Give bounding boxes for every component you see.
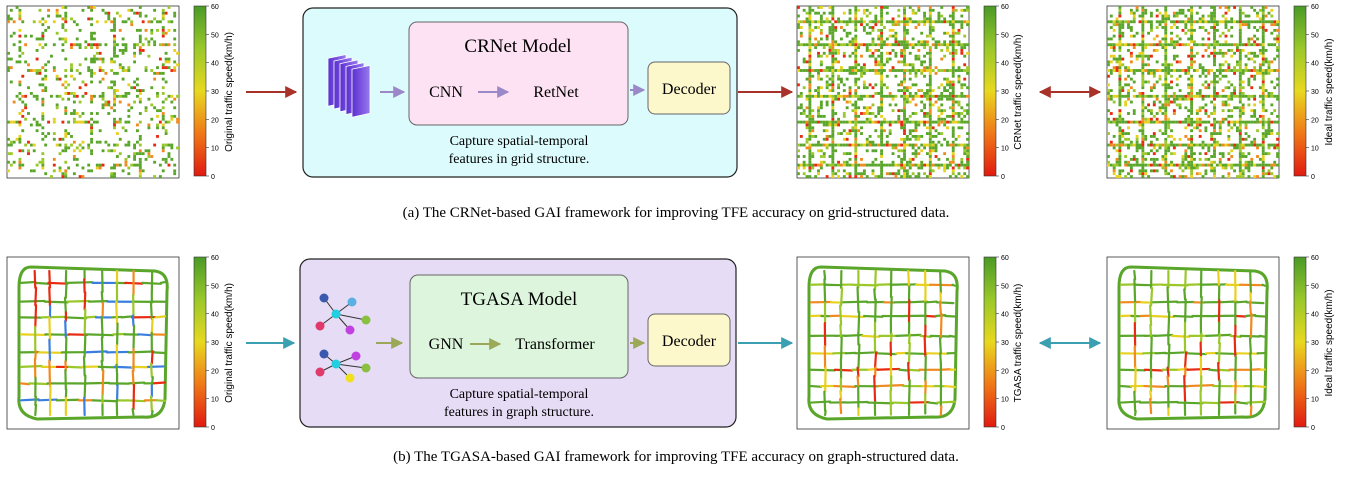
colorbar-tick-label: 40 (1001, 312, 1009, 319)
colorbar-tick-label: 0 (211, 174, 215, 181)
colorbar-tick-label: 20 (1311, 117, 1319, 124)
colorbar-tick-label: 10 (1311, 146, 1319, 153)
panel-caption: Capture spatial-temporal (450, 387, 589, 402)
colorbar-gradient (1294, 6, 1306, 176)
colorbar-tick-label: 50 (1001, 283, 1009, 290)
colorbar-tick-label: 30 (1001, 89, 1009, 96)
colorbar-tick-label: 40 (211, 312, 219, 319)
colorbar-label: CRNet traffic speed(km/h) (1013, 34, 1024, 149)
colorbar-tick-label: 50 (211, 32, 219, 39)
colorbar-ideal-b: 60 50 40 30 20 10 0 (1294, 255, 1319, 432)
ideal-road-network-map (1107, 257, 1279, 429)
colorbar-tick-label: 0 (1311, 425, 1315, 432)
colorbar-tick-label: 30 (211, 340, 219, 347)
model-title: TGASA Model (461, 289, 578, 310)
colorbar-tick-label: 10 (1311, 397, 1319, 404)
colorbar-tick-label: 20 (211, 368, 219, 375)
colorbar-tick-label: 30 (1001, 340, 1009, 347)
ideal-grid-map (1107, 6, 1279, 178)
colorbar-tick-label: 0 (1311, 174, 1315, 181)
colorbar-input-b: 60 50 40 30 20 10 0 (194, 255, 219, 432)
colorbar-gradient (984, 257, 996, 427)
colorbar-tick-label: 60 (1001, 4, 1009, 11)
colorbar-tick-label: 50 (1001, 32, 1009, 39)
colorbar-tick-label: 10 (1001, 397, 1009, 404)
colorbar-gradient (194, 257, 206, 427)
encoder-label: GNN (429, 336, 464, 353)
colorbar-tick-label: 50 (1311, 32, 1319, 39)
colorbar-tick-label: 20 (1001, 368, 1009, 375)
input-grid-map (7, 6, 179, 178)
colorbar-tick-label: 50 (211, 283, 219, 290)
colorbar-tick-label: 0 (1001, 174, 1005, 181)
colorbar-label: Original traffic speed(km/h) (224, 283, 235, 403)
panel-caption: Capture spatial-temporal (450, 134, 589, 149)
decoder-label: Decoder (662, 81, 717, 98)
encoder-label: CNN (429, 84, 463, 101)
colorbar-tick-label: 50 (1311, 283, 1319, 290)
colorbar-ideal-a: 60 50 40 30 20 10 0 (1294, 4, 1319, 181)
colorbar-output-b: 60 50 40 30 20 10 0 (984, 255, 1009, 432)
colorbar-label: TGASA traffic speed(km/h) (1013, 284, 1024, 403)
colorbar-tick-label: 10 (1001, 146, 1009, 153)
input-road-network-map (7, 257, 179, 429)
colorbar-tick-label: 40 (1001, 61, 1009, 68)
colorbar-gradient (1294, 257, 1306, 427)
colorbar-label: Ideal traffic speed(km/h) (1324, 38, 1335, 145)
colorbar-tick-label: 30 (211, 89, 219, 96)
crnet-output-grid-map (797, 6, 969, 178)
figure-caption-a: (a) The CRNet-based GAI framework for im… (403, 205, 950, 221)
colorbar-label: Original traffic speed(km/h) (224, 32, 235, 152)
colorbar-tick-label: 40 (211, 61, 219, 68)
core-label: RetNet (533, 84, 579, 101)
colorbar-tick-label: 20 (211, 117, 219, 124)
panel-caption: features in grid structure. (449, 152, 590, 167)
panel-caption: features in graph structure. (444, 405, 594, 420)
colorbar-tick-label: 40 (1311, 61, 1319, 68)
colorbar-tick-label: 60 (211, 4, 219, 11)
model-title: CRNet Model (464, 36, 571, 57)
colorbar-tick-label: 60 (211, 255, 219, 262)
colorbar-input-a: 60 50 40 30 20 10 0 (194, 4, 219, 181)
colorbar-gradient (194, 6, 206, 176)
colorbar-tick-label: 60 (1311, 255, 1319, 262)
colorbar-tick-label: 40 (1311, 312, 1319, 319)
colorbar-tick-label: 0 (211, 425, 215, 432)
colorbar-gradient (984, 6, 996, 176)
colorbar-tick-label: 0 (1001, 425, 1005, 432)
feature-map-stack-icon (328, 54, 370, 117)
colorbar-tick-label: 30 (1311, 89, 1319, 96)
colorbar-tick-label: 60 (1311, 4, 1319, 11)
colorbar-tick-label: 20 (1311, 368, 1319, 375)
colorbar-tick-label: 20 (1001, 117, 1009, 124)
tgasa-output-road-network-map (797, 257, 969, 429)
colorbar-tick-label: 60 (1001, 255, 1009, 262)
colorbar-label: Ideal traffic speed(km/h) (1324, 289, 1335, 396)
decoder-label: Decoder (662, 333, 717, 350)
colorbar-output-a: 60 50 40 30 20 10 0 (984, 4, 1009, 181)
core-label: Transformer (515, 336, 595, 353)
colorbar-tick-label: 30 (1311, 340, 1319, 347)
figure-caption-b: (b) The TGASA-based GAI framework for im… (393, 449, 959, 465)
colorbar-tick-label: 10 (211, 146, 219, 153)
colorbar-tick-label: 10 (211, 397, 219, 404)
